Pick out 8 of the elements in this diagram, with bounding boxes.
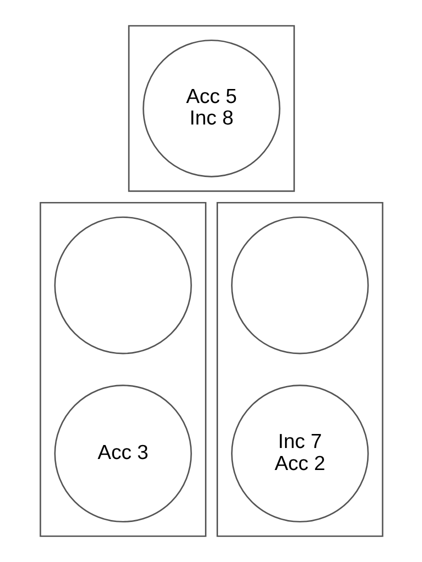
cluster: [216, 202, 383, 537]
cluster: [128, 25, 294, 192]
node-circle: Acc 5 Inc 8: [142, 40, 280, 178]
node-circle: Inc 7 Acc 2: [230, 384, 368, 522]
cluster: [39, 202, 206, 537]
node-circle: Acc 3: [54, 384, 192, 522]
node-circle: [54, 216, 192, 354]
node-circle: [230, 216, 368, 354]
